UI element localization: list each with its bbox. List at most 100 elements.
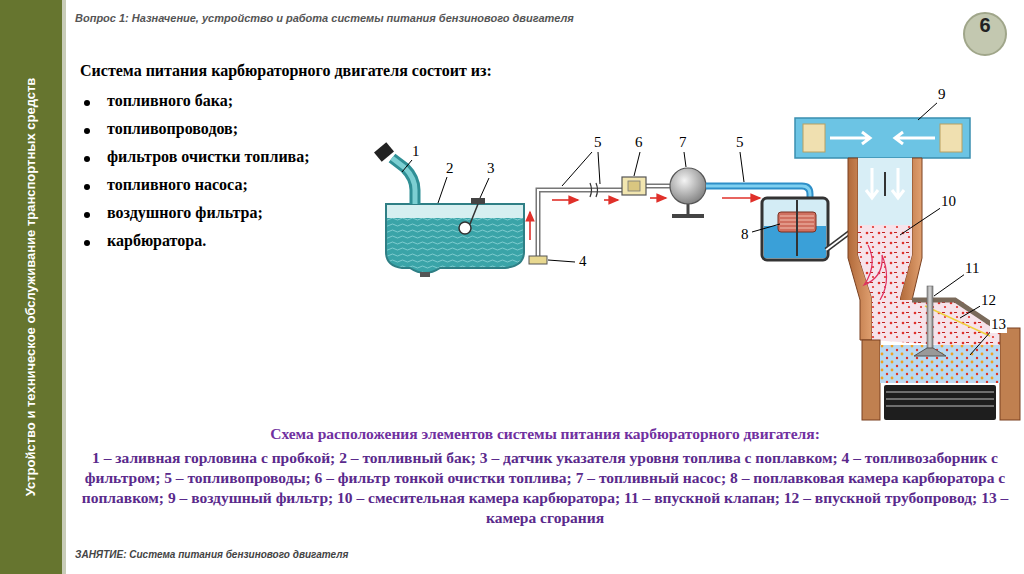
callout-number: 8 (740, 226, 750, 243)
drawing-rect (762, 198, 828, 260)
callout-number: 6 (634, 134, 644, 151)
drawing-rect (862, 340, 880, 420)
band-text: Устройство и техническое обслуживание тр… (22, 12, 40, 562)
drawing-circle (459, 222, 471, 234)
drawing-line (480, 178, 489, 198)
drawing-line (438, 177, 447, 203)
bullet-dot (84, 156, 90, 162)
drawing-rect (803, 124, 825, 152)
fuel-pump (670, 168, 706, 216)
callout-number: 1 (411, 143, 421, 160)
drawing-line (598, 152, 600, 184)
bullet-dot (84, 240, 90, 246)
list-item: карбюратора. (107, 232, 367, 250)
drawing-path (590, 183, 598, 197)
drawing-line (552, 199, 578, 201)
callout-number: 10 (940, 193, 957, 210)
drawing-line (687, 203, 690, 214)
drawing-path (672, 214, 704, 218)
cylinder (862, 328, 1020, 420)
drawing-path (646, 185, 670, 187)
side-band (0, 0, 62, 574)
leader-lines (402, 102, 992, 355)
level-sensor (459, 198, 485, 234)
drawing-path (392, 158, 415, 204)
band-edge (62, 0, 66, 574)
drawing-line (562, 152, 592, 186)
drawing-circle (670, 168, 706, 204)
list-item: топливопроводов; (107, 120, 367, 138)
drawing-path (392, 158, 415, 204)
callout-number: 7 (678, 134, 688, 151)
drawing-path (914, 348, 946, 356)
slide-header: Вопрос 1: Назначение, устройство и работ… (75, 12, 955, 24)
bullet-dot (84, 184, 90, 190)
callout-number: 5 (593, 134, 603, 151)
drawing-line (604, 199, 618, 201)
drawing-line (900, 207, 942, 235)
drawing-line (402, 160, 412, 172)
list-item: воздушного фильтра; (107, 204, 367, 222)
drawing-rect (940, 124, 962, 152)
legend-text: 1 – заливная горловина с пробкой; 2 – то… (75, 448, 1015, 528)
callout-number: 12 (980, 292, 997, 309)
drawing-path (886, 392, 994, 406)
callout-number: 5 (735, 134, 745, 151)
callout-number: 3 (486, 160, 496, 177)
drawing-rect (471, 198, 485, 204)
drawing-rect (884, 385, 996, 420)
side-band: Устройство и техническое обслуживание тр… (0, 0, 62, 574)
drawing-line (884, 172, 886, 196)
drawing-g (380, 218, 530, 288)
drawing-rect (880, 345, 1000, 383)
drawing-path (925, 306, 990, 336)
drawing-rect (927, 286, 933, 350)
drawing-rect (628, 181, 640, 191)
drawing-line (722, 197, 760, 199)
drawing-line (934, 274, 965, 296)
list-item: топливного насоса; (107, 176, 367, 194)
air-filter (795, 118, 970, 158)
drawing-line (970, 330, 992, 355)
list-item: фильтров очистки топлива; (107, 148, 367, 166)
drawing-rect (529, 256, 547, 264)
bullet-dot (84, 128, 90, 134)
callout-number: 2 (445, 160, 455, 177)
list-item: топливного бака; (107, 92, 367, 110)
drawing-line (796, 200, 798, 256)
fuel-tank (380, 204, 530, 288)
drawing-line (470, 204, 478, 224)
drawing-line (529, 212, 531, 240)
drawing-rect (380, 218, 530, 288)
callout-number: 9 (937, 86, 947, 103)
drawing-path (866, 168, 904, 198)
drawing-path (386, 204, 524, 273)
filler-neck (374, 142, 415, 204)
drawing-line (650, 197, 666, 199)
drawing-rect (374, 142, 394, 161)
intake-valve (914, 286, 946, 356)
fine-filter (622, 177, 646, 195)
bullet-dot (84, 100, 90, 106)
drawing-path (864, 245, 887, 300)
drawing-path (646, 184, 670, 189)
drawing-rect (795, 118, 970, 158)
drawing-path (538, 190, 622, 258)
drawing-rect (1000, 328, 1020, 420)
drawing-path (830, 132, 870, 144)
drawing-line (548, 260, 575, 262)
footer-text: ЗАНЯТИЕ: Система питания бензинового дви… (75, 549, 675, 560)
callout-number: 13 (990, 316, 1007, 333)
diagram-caption: Схема расположения элементов системы пит… (75, 425, 1015, 443)
page-number-circle: 6 (963, 12, 1007, 56)
drawing-line (960, 305, 982, 318)
drawing-path (538, 190, 622, 258)
list-heading: Система питания карбюраторного двигателя… (80, 62, 580, 80)
drawing-rect (622, 177, 646, 195)
drawing-rect (420, 272, 430, 277)
drawing-rect (762, 198, 828, 260)
drawing-line (740, 152, 744, 182)
drawing-path (895, 132, 935, 144)
drawing-line (752, 224, 780, 232)
